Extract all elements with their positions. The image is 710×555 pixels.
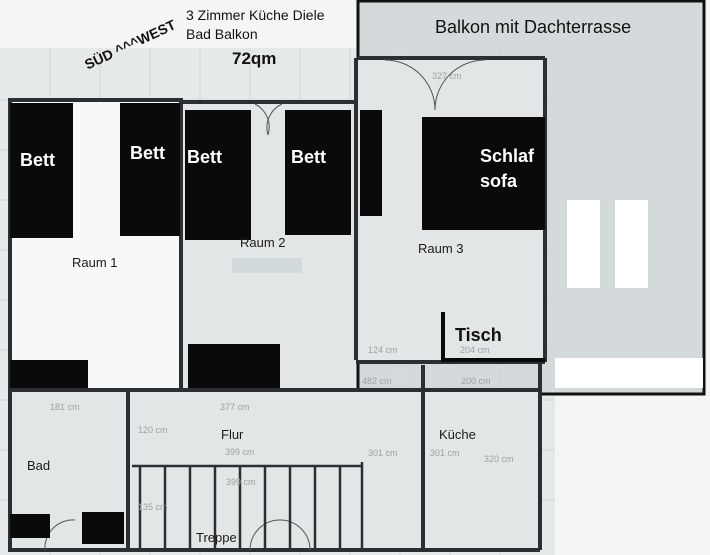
dim-377: 377 cm — [220, 402, 250, 412]
dim-135: 135 cm — [138, 502, 168, 512]
title-line2: Bad Balkon — [186, 26, 258, 42]
dim-124: 124 cm — [368, 345, 398, 355]
bed-1 — [10, 103, 73, 238]
bad-fixture-2 — [82, 512, 124, 544]
bed-3-label: Bett — [187, 147, 222, 167]
bed-1-label: Bett — [20, 150, 55, 170]
bed-4 — [285, 110, 351, 235]
dim-399b: 399 cm — [226, 477, 256, 487]
dim-399a: 399 cm — [225, 447, 255, 457]
dim-204: 204 cm — [460, 345, 490, 355]
schlafsofa — [422, 117, 545, 230]
balcony-title: Balkon mit Dachterrasse — [435, 17, 632, 37]
dim-482: 482 cm — [362, 376, 392, 386]
dim-327: 327 cm — [432, 71, 462, 81]
tisch-outline — [441, 312, 545, 362]
dim-320: 320 cm — [484, 454, 514, 464]
dresser-raum1 — [10, 360, 88, 388]
wardrobe-raum3 — [360, 110, 382, 216]
raum2-blur-mark — [232, 258, 302, 273]
dim-301b: 301 cm — [430, 448, 460, 458]
dim-181: 181 cm — [50, 402, 80, 412]
treppe-label: Treppe — [196, 530, 237, 545]
kueche-label: Küche — [439, 427, 476, 442]
bad-fixture-1 — [10, 514, 50, 538]
dim-200: 200 cm — [461, 376, 491, 386]
doors — [44, 59, 486, 551]
raum1-label: Raum 1 — [72, 255, 118, 270]
area-label: 72qm — [232, 49, 277, 68]
balcony-lounger-2 — [615, 200, 648, 288]
bed-2 — [120, 103, 180, 236]
bed-2-label: Bett — [130, 143, 165, 163]
bad-label: Bad — [27, 458, 51, 473]
balcony-lounger-1 — [567, 200, 600, 288]
dim-301a: 301 cm — [368, 448, 398, 458]
bed-4-label: Bett — [291, 147, 326, 167]
schlafsofa-label-2: sofa — [480, 171, 518, 191]
balcony-white-strip — [555, 358, 703, 388]
title-line1: 3 Zimmer Küche Diele — [186, 7, 325, 23]
tisch-label: Tisch — [455, 325, 502, 345]
schlafsofa-label-1: Schlaf — [480, 146, 535, 166]
raum2-label: Raum 2 — [240, 235, 286, 250]
bed-3 — [185, 110, 251, 240]
dim-120: 120 cm — [138, 425, 168, 435]
stairs — [132, 462, 364, 550]
dresser-raum2 — [188, 344, 280, 388]
flur-label: Flur — [221, 427, 244, 442]
raum3-label: Raum 3 — [418, 241, 464, 256]
